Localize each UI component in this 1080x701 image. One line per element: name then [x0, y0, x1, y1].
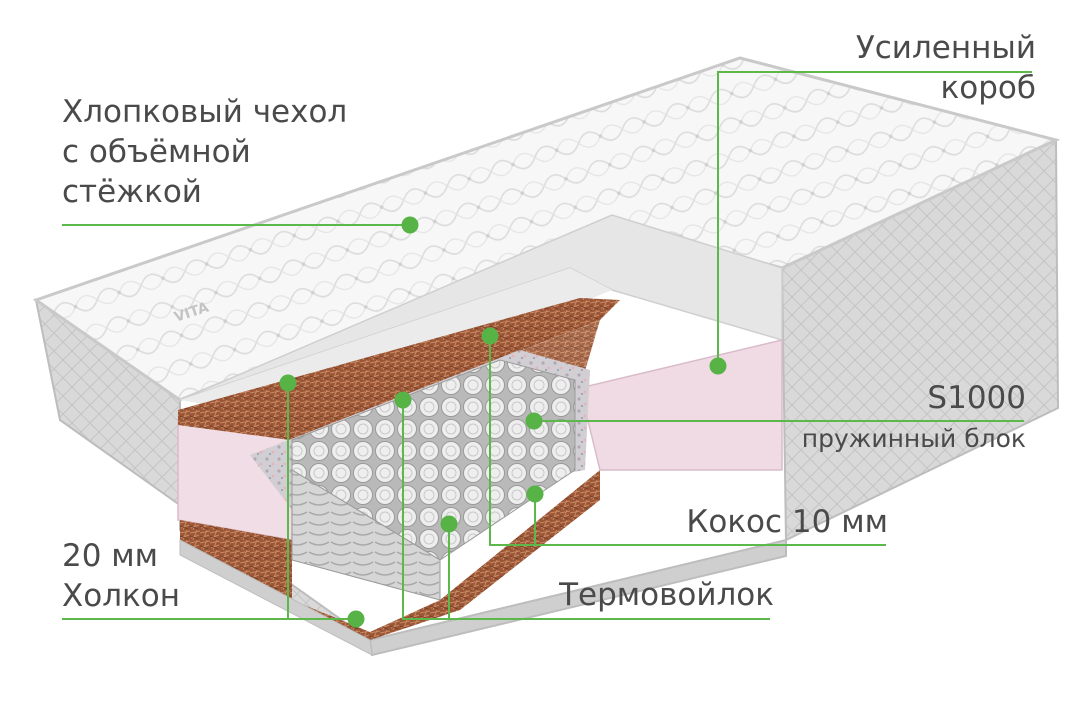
- leader-reinforced-box: [717, 71, 1032, 366]
- label-cotton-cover: Хлопковый чехол с объёмной стёжкой: [62, 92, 347, 212]
- label-spring-block-desc: пружинный блок: [801, 424, 1026, 453]
- label-coconut: Кокос 10 мм: [686, 504, 888, 540]
- label-thermofelt: Термовойлок: [559, 577, 774, 613]
- leader-thermofelt: [402, 400, 770, 620]
- label-spring-block-name: S1000: [927, 380, 1026, 416]
- label-holkon-line2: Холкон: [62, 578, 180, 614]
- dot-holkon-bottom: [347, 610, 365, 628]
- label-spring-block: S1000: [927, 378, 1026, 418]
- leader-coconut: [489, 336, 886, 546]
- dot-coconut-bottom: [526, 485, 544, 503]
- label-holkon: 20 мм Холкон: [62, 536, 180, 616]
- leader-dots: [279, 216, 727, 628]
- coconut-layer-bottom: [180, 470, 600, 640]
- label-cotton-cover-line3: стёжкой: [62, 174, 202, 210]
- dot-thermofelt-top: [394, 391, 412, 409]
- dot-coconut-top: [481, 327, 499, 345]
- dot-spring-block: [525, 412, 543, 430]
- dot-holkon-top: [279, 374, 297, 392]
- label-cotton-cover-line2: с объёмной: [62, 134, 251, 170]
- label-reinforced-box: Усиленный короб: [856, 28, 1036, 108]
- dot-thermofelt-bottom: [440, 515, 458, 533]
- label-reinforced-box-line1: Усиленный: [855, 30, 1036, 66]
- foam-box-right: [579, 339, 783, 471]
- label-holkon-line1: 20 мм: [62, 538, 159, 574]
- leader-lines: [62, 71, 1032, 620]
- dot-cotton-cover: [401, 216, 419, 234]
- label-reinforced-box-line2: короб: [940, 70, 1036, 106]
- label-cotton-cover-line1: Хлопковый чехол: [62, 94, 348, 130]
- dot-reinforced-box: [709, 357, 727, 375]
